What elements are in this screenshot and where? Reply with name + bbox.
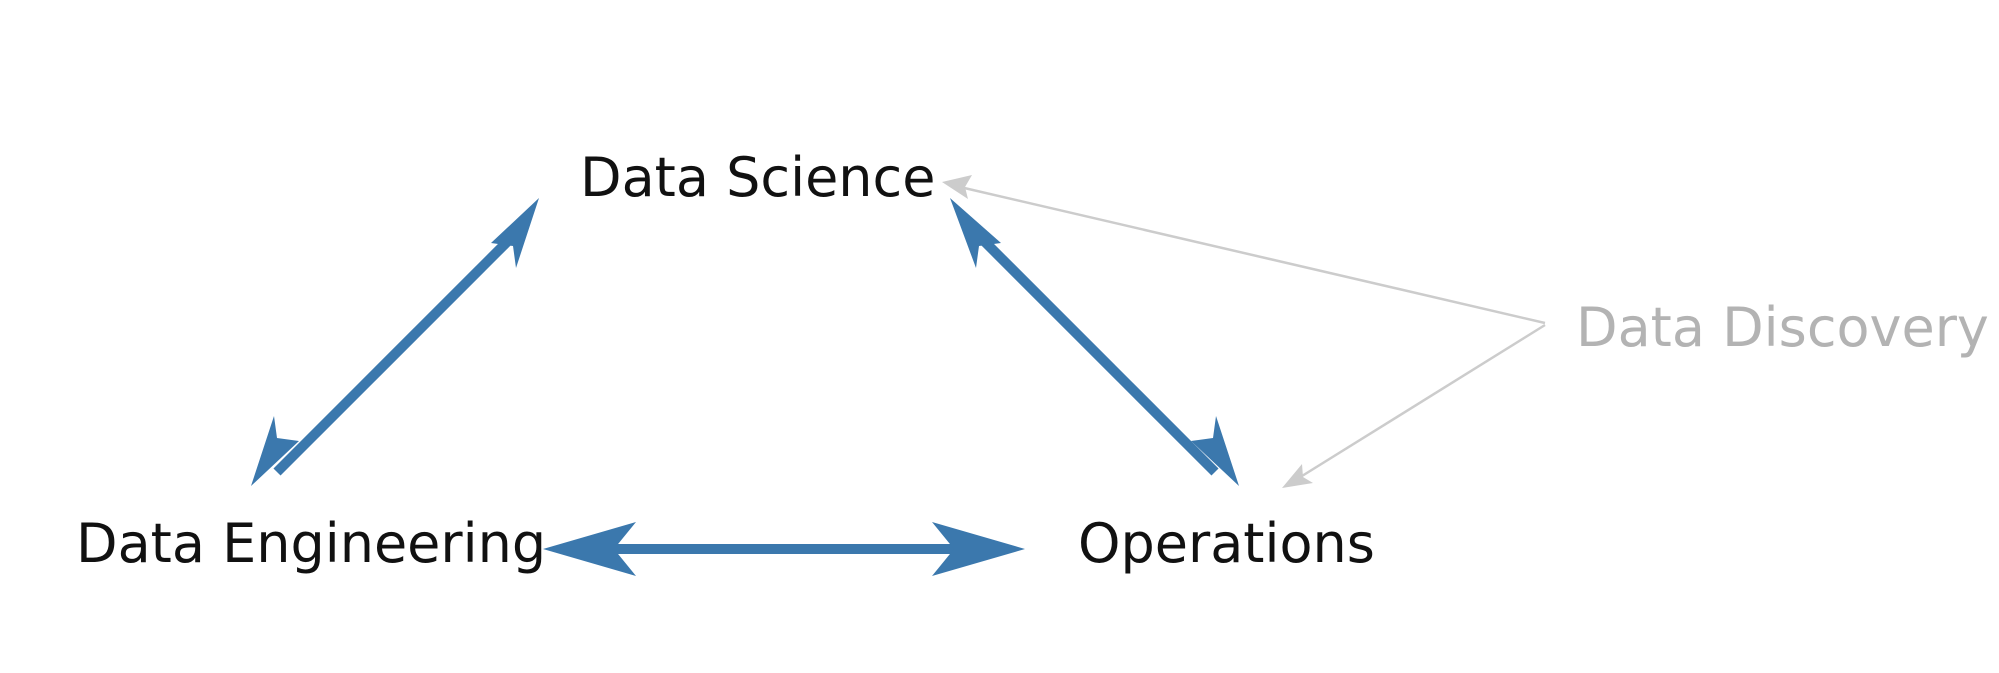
- node-data-engineering: Data Engineering: [76, 512, 546, 575]
- arrow-data-science-data-engineering: [251, 198, 539, 486]
- arrow-data-science-operations: [950, 198, 1239, 486]
- arrow-data-discovery-data-science: [942, 175, 1546, 325]
- node-data-discovery: Data Discovery: [1576, 296, 1989, 359]
- arrow-data-engineering-operations: [543, 522, 1025, 576]
- arrow-data-discovery-operations: [1282, 323, 1546, 488]
- node-data-science: Data Science: [580, 146, 935, 209]
- node-operations: Operations: [1078, 512, 1375, 575]
